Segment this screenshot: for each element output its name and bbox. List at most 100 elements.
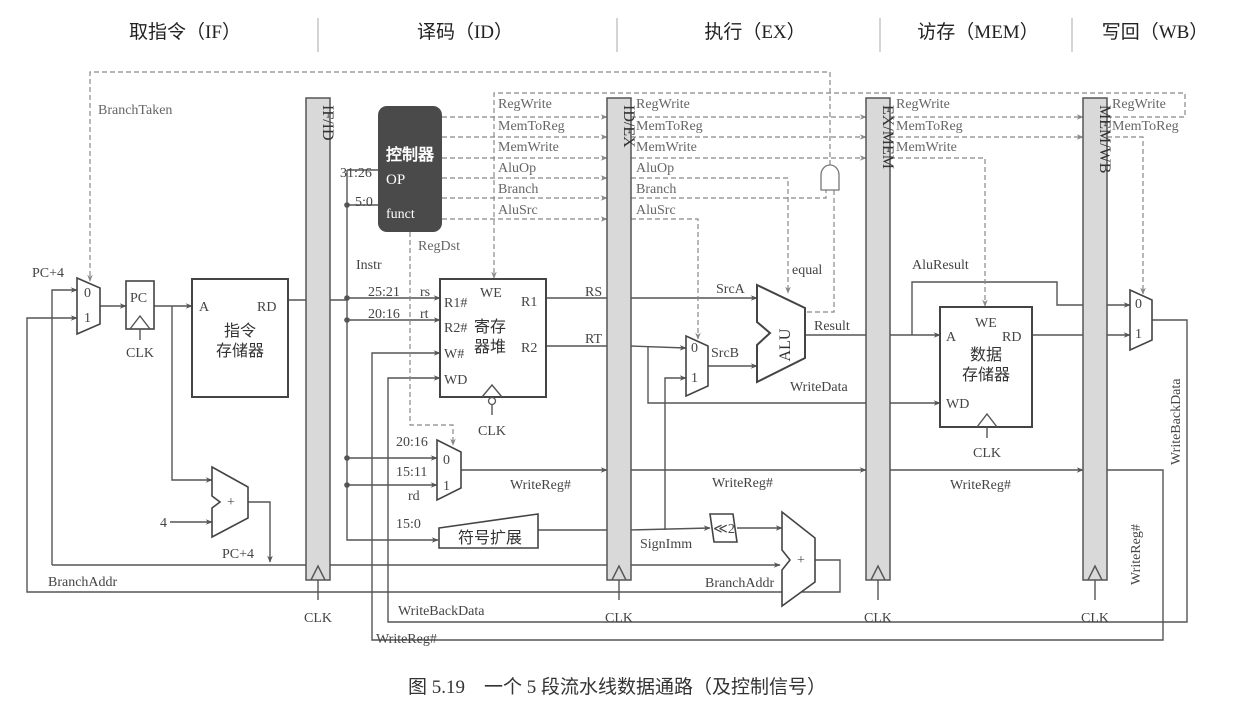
- signal-memtoreg: MemToReg: [636, 119, 703, 134]
- alusrc-mux: [685, 334, 709, 398]
- register-label: MEM/WB: [1096, 105, 1113, 173]
- writereg-label: WriteReg#: [1129, 524, 1144, 585]
- and-gate: [820, 164, 840, 191]
- rs-bits: 25:21: [368, 285, 400, 300]
- signal-branch: Branch: [636, 182, 676, 197]
- data-wire: [346, 170, 439, 543]
- stage-mem: 访存（MEM）: [917, 21, 1038, 43]
- sign-extend-label: 符号扩展: [458, 529, 522, 547]
- control-wire: [631, 190, 827, 199]
- pc-label: PC: [130, 291, 147, 306]
- data-wire: [171, 306, 213, 483]
- wires: [26, 71, 1188, 641]
- signal-memtoreg: MemToReg: [498, 119, 565, 134]
- signal-aluop: AluOp: [498, 161, 536, 176]
- signal-regwrite: RegWrite: [498, 97, 552, 112]
- clock-triangle-icon: [1087, 564, 1103, 581]
- junction-dot: [344, 455, 350, 461]
- signal-regwrite: RegWrite: [636, 97, 690, 112]
- signimm-label: SignImm: [640, 537, 692, 552]
- stage-wb: 写回（WB）: [1102, 21, 1209, 43]
- clock-triangle-icon: [310, 564, 326, 581]
- control-signals-wb: RegWrite MemToReg: [1112, 97, 1179, 134]
- data-wire: [248, 501, 273, 563]
- rf-wd: WD: [444, 373, 467, 388]
- control-wire: [409, 232, 456, 446]
- writebackdata-label: WriteBackData: [1169, 378, 1184, 465]
- dmem-name: 数据: [970, 346, 1002, 364]
- mux-input-0: 0: [84, 286, 91, 301]
- rf-r2: R2: [521, 341, 537, 356]
- mux-input-1: 1: [84, 311, 91, 326]
- pipeline-registers: IF/ID CLK ID/EX CLK EX/MEM CLK MEM/WB CL…: [304, 97, 1113, 626]
- junction-dot: [344, 482, 350, 488]
- data-wire: [629, 525, 711, 531]
- mem-wb-register: MEM/WB CLK: [1081, 97, 1113, 626]
- data-wire: [911, 281, 1083, 335]
- rf-name: 寄存: [474, 318, 506, 336]
- branch-addr-label: BranchAddr: [48, 575, 118, 590]
- clk-label: CLK: [478, 424, 506, 439]
- aluresult-label: AluResult: [912, 258, 969, 273]
- imem-name: 存储器: [216, 342, 264, 360]
- data-wire: [647, 346, 866, 404]
- data-memory: [939, 306, 1033, 428]
- rf-r1n: R1#: [444, 296, 467, 311]
- writedata-label: WriteData: [790, 380, 849, 395]
- adder-plus: +: [227, 495, 235, 510]
- signal-alusrc: AluSrc: [498, 203, 538, 218]
- clk-label: CLK: [304, 611, 332, 626]
- control-wire: [631, 177, 791, 294]
- mux-input-1: 1: [691, 371, 698, 386]
- junction-dot: [344, 295, 350, 301]
- signal-memwrite: MemWrite: [498, 140, 559, 155]
- fetch-stage: 0 1 PC+4 PC CLK A RD 指令 存储器 + 4 PC+4 Bra…: [32, 266, 289, 590]
- figure-caption: 图 5.19 一个 5 段流水线数据通路（及控制信号）: [408, 676, 826, 698]
- dmem-a: A: [946, 330, 957, 345]
- imm-bits: 15:0: [396, 517, 421, 532]
- rf-wn: W#: [444, 347, 464, 362]
- control-signals-ex: RegWrite MemToReg MemWrite AluOp Branch …: [636, 97, 703, 218]
- clock-triangle-icon: [870, 564, 886, 581]
- control-wire: [87, 71, 831, 282]
- alu-label: ALU: [777, 328, 794, 361]
- signal-memtoreg: MemToReg: [896, 119, 963, 134]
- imem-a: A: [199, 300, 210, 315]
- mux-input-1: 1: [1135, 327, 1142, 342]
- regdst-in1-bits: 15:11: [396, 465, 427, 480]
- sign-extend: [438, 513, 539, 549]
- signal-aluop: AluOp: [636, 161, 674, 176]
- pc-plus4-out-label: PC+4: [222, 547, 254, 562]
- rf-name: 器堆: [474, 338, 506, 356]
- shift-left-2: [709, 513, 738, 543]
- mux-input-0: 0: [691, 341, 698, 356]
- memtoreg-mux: [1129, 288, 1153, 352]
- data-wire: [371, 350, 1164, 641]
- mux-input-0: 0: [1135, 297, 1142, 312]
- alu: [756, 283, 806, 384]
- dmem-name: 存储器: [962, 366, 1010, 384]
- pc-mux: [76, 276, 101, 336]
- signal-branchtaken: BranchTaken: [98, 103, 172, 118]
- pc-adder: [211, 465, 249, 539]
- writereg-label: WriteReg#: [712, 476, 773, 491]
- srcb-label: SrcB: [711, 346, 739, 361]
- rs-label: rs: [420, 285, 430, 300]
- data-wire: [51, 287, 78, 565]
- if-id-register: IF/ID CLK: [304, 97, 336, 626]
- signal-memwrite: MemWrite: [896, 140, 957, 155]
- signal-alusrc: AluSrc: [636, 203, 676, 218]
- imem-rd: RD: [257, 300, 276, 315]
- instr-label: Instr: [356, 258, 382, 273]
- clk-label: CLK: [864, 611, 892, 626]
- memory-stage: AluResult WE A RD WD 数据 存储器 CLK WriteReg…: [912, 258, 1033, 493]
- rf-we: WE: [480, 286, 502, 301]
- rt-label: rt: [420, 307, 429, 322]
- id-ex-register: ID/EX CLK: [605, 97, 637, 626]
- dmem-rd: RD: [1002, 330, 1021, 345]
- register-file: [439, 278, 547, 398]
- regdst-in0-bits: 20:16: [396, 435, 428, 450]
- register-label: IF/ID: [319, 105, 336, 141]
- signal-regwrite: RegWrite: [896, 97, 950, 112]
- ex-mem-register: EX/MEM CLK: [864, 97, 896, 626]
